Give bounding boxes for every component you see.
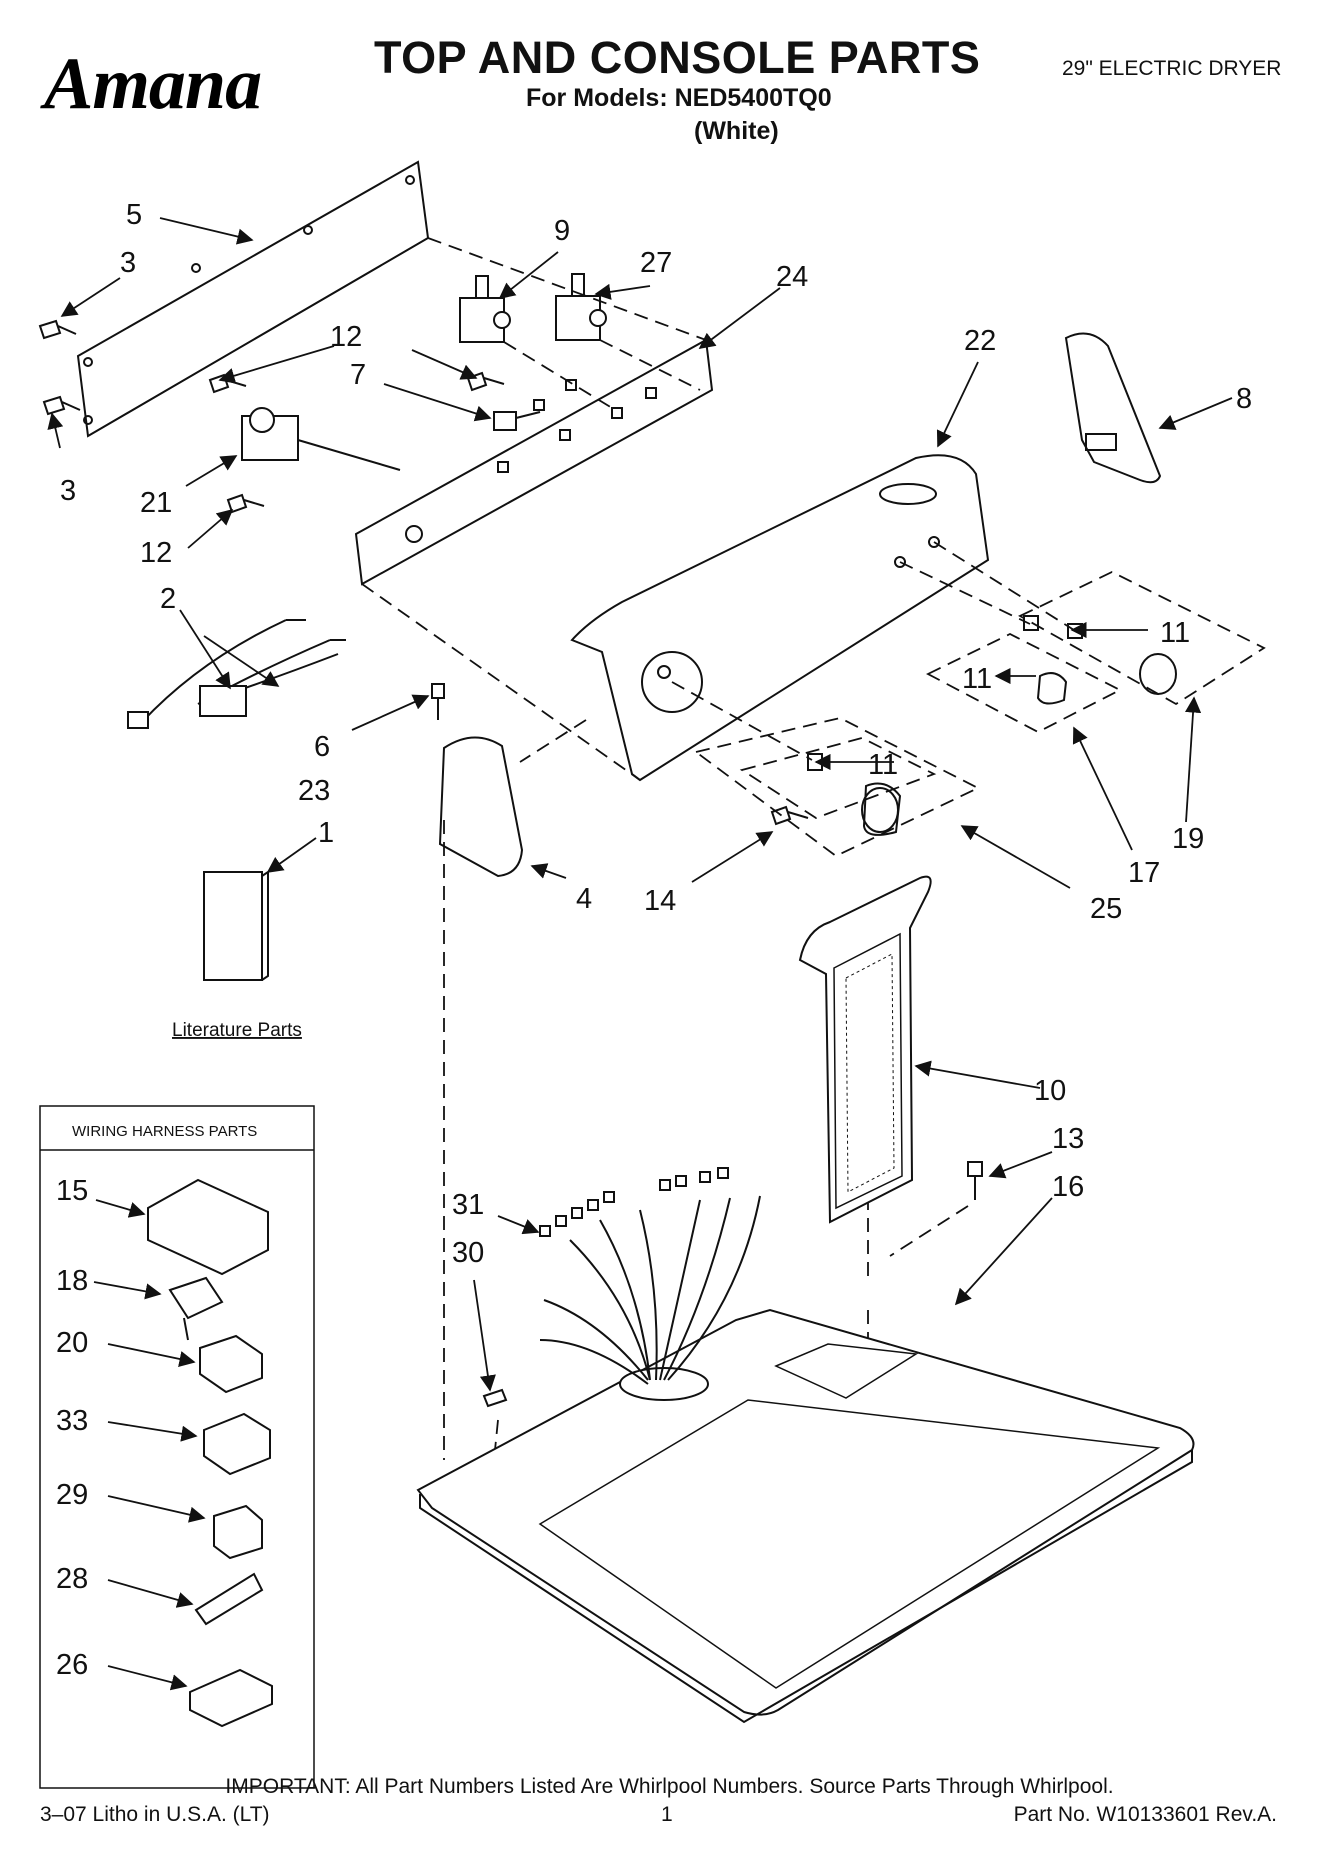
callout-17: 17 xyxy=(1128,857,1160,889)
callout-8: 8 xyxy=(1236,383,1252,415)
part-number: Part No. W10133601 Rev.A. xyxy=(1013,1803,1277,1826)
connector-part xyxy=(168,1276,224,1341)
callout-24: 24 xyxy=(776,261,808,293)
callout-16: 16 xyxy=(1052,1171,1084,1203)
control-bracket-part xyxy=(354,338,714,586)
callout-2: 2 xyxy=(160,583,176,615)
litho-info: 3–07 Litho in U.S.A. (LT) xyxy=(40,1803,270,1826)
wiring-harness-box xyxy=(39,1105,315,1789)
knob-part xyxy=(1036,672,1068,705)
connector-part xyxy=(203,1412,271,1476)
color-line: (White) xyxy=(694,117,779,145)
callout-13: 13 xyxy=(1052,1123,1084,1155)
callout-3: 3 xyxy=(60,475,76,507)
connector-part xyxy=(147,1178,269,1276)
callout-14: 14 xyxy=(644,885,676,917)
knob-part xyxy=(1139,653,1177,695)
screw-part xyxy=(42,395,81,416)
callout-4: 4 xyxy=(576,883,592,915)
clip-part xyxy=(493,411,517,431)
connector-part xyxy=(199,1334,263,1394)
callout-19: 19 xyxy=(1172,823,1204,855)
clip-part xyxy=(482,1388,508,1408)
callout-3: 3 xyxy=(120,247,136,279)
callout-15: 15 xyxy=(56,1175,88,1207)
amana-logo: Amana xyxy=(44,43,262,125)
callout-1: 1 xyxy=(318,817,334,849)
literature-parts-label: Literature Parts xyxy=(172,1020,302,1041)
callout-12: 12 xyxy=(330,321,362,353)
callout-11: 11 xyxy=(868,749,898,781)
dryer-top-part xyxy=(416,1308,1195,1716)
screw-part xyxy=(967,1161,983,1200)
callout-12: 12 xyxy=(140,537,172,569)
terminal-part xyxy=(194,1572,264,1626)
callout-28: 28 xyxy=(56,1563,88,1595)
callout-6: 6 xyxy=(314,731,330,763)
screw-part xyxy=(226,493,265,514)
callout-10: 10 xyxy=(1034,1075,1066,1107)
literature-part xyxy=(203,871,263,981)
screw-part xyxy=(38,319,77,340)
screw-part xyxy=(466,371,505,392)
callout-33: 33 xyxy=(56,1405,88,1437)
console-part xyxy=(570,454,990,782)
callout-30: 30 xyxy=(452,1237,484,1269)
connector-part xyxy=(189,1668,273,1728)
callout-21: 21 xyxy=(140,487,172,519)
callout-20: 20 xyxy=(56,1327,88,1359)
end-cap-part xyxy=(1064,332,1162,484)
page-number: 1 xyxy=(661,1803,673,1826)
lint-screen-part xyxy=(798,875,932,1224)
callout-18: 18 xyxy=(56,1265,88,1297)
left-end-cap-part xyxy=(438,736,524,878)
callout-22: 22 xyxy=(964,325,996,357)
callout-23: 23 xyxy=(298,775,330,807)
callout-25: 25 xyxy=(1090,893,1122,925)
callout-31: 31 xyxy=(452,1189,484,1221)
callout-11: 11 xyxy=(962,663,992,695)
product-type: 29" ELECTRIC DRYER xyxy=(1062,57,1282,80)
callout-27: 27 xyxy=(640,247,672,279)
callout-7: 7 xyxy=(350,359,366,391)
page-title: TOP AND CONSOLE PARTS xyxy=(374,32,981,83)
important-notice: IMPORTANT: All Part Numbers Listed Are W… xyxy=(225,1775,1114,1798)
callout-26: 26 xyxy=(56,1649,88,1681)
models-line: For Models: NED5400TQ0 xyxy=(526,84,832,112)
wire-harness-part xyxy=(141,619,346,723)
callout-29: 29 xyxy=(56,1479,88,1511)
connector-part xyxy=(213,1504,263,1560)
wire-bundle-part xyxy=(539,1195,761,1385)
callout-9: 9 xyxy=(554,215,570,247)
screw-part xyxy=(770,805,809,826)
wiring-harness-title: WIRING HARNESS PARTS xyxy=(72,1123,257,1140)
screw-part xyxy=(431,683,445,720)
callout-11: 11 xyxy=(1160,617,1190,649)
connector-part xyxy=(199,685,247,717)
callout-5: 5 xyxy=(126,199,142,231)
